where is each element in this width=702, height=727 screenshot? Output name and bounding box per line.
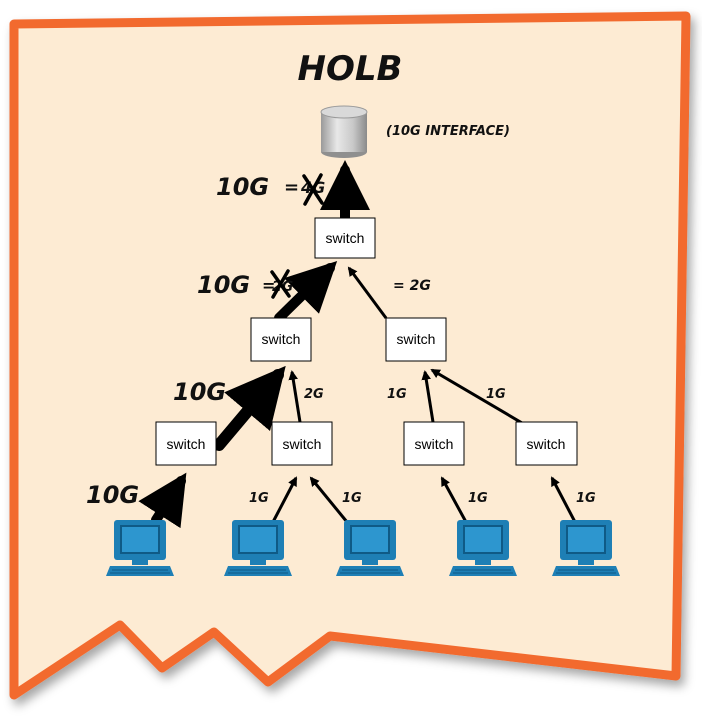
host5-arrow [550, 476, 577, 523]
switch-agg-right: switch [385, 317, 447, 362]
switch-edge-4: switch [515, 421, 578, 466]
switch-edge-3: switch [403, 421, 465, 466]
strike-x-icon [302, 173, 324, 206]
right-uplink-label: = 2G [393, 278, 431, 294]
storage-uplink-eq: = [284, 177, 299, 198]
storage-interface-label: (10G INTERFACE) [386, 124, 510, 139]
host1-link-label: 10G [86, 481, 139, 509]
switch-label: switch [415, 436, 454, 452]
right-uplink-arrow [347, 266, 388, 319]
mid-left-right-label: 2G [304, 387, 324, 402]
computer-icon [105, 519, 175, 577]
host3-link-label: 1G [342, 491, 362, 506]
mid-left-right-arrow [288, 370, 302, 423]
strike-x-icon [270, 269, 291, 299]
host4-arrow [440, 476, 468, 523]
host5-link-label: 1G [576, 491, 596, 506]
left-uplink-arrow [274, 260, 338, 323]
computer-icon [335, 519, 405, 577]
left-uplink-label: 10G [197, 271, 250, 299]
switch-label: switch [397, 331, 436, 347]
mid-right-right-arrow [430, 368, 535, 432]
mid-right-left-label: 1G [387, 387, 407, 402]
host4-link-label: 1G [468, 491, 488, 506]
left-uplink-eq: = [262, 276, 275, 295]
switch-core: switch [314, 217, 376, 259]
storage-icon [320, 105, 368, 158]
switch-label: switch [283, 436, 322, 452]
switch-edge-2: switch [271, 421, 333, 466]
switch-label: switch [527, 436, 566, 452]
switch-agg-left: switch [250, 317, 312, 362]
mid-left-left-arrow [213, 365, 286, 451]
host1-arrow [138, 472, 187, 529]
mid-left-left-label: 10G [173, 378, 226, 406]
diagram-title: HOLB [298, 49, 403, 89]
host3-arrow [309, 476, 349, 523]
switch-label: switch [167, 436, 206, 452]
computer-icon [223, 519, 293, 577]
storage-uplink-label: 10G [216, 173, 269, 201]
mid-right-right-label: 1G [486, 387, 506, 402]
switch-edge-1: switch [155, 421, 217, 466]
mid-right-left-arrow [421, 370, 435, 423]
switch-label: switch [326, 230, 365, 246]
host2-link-label: 1G [249, 491, 269, 506]
switch-label: switch [262, 331, 301, 347]
computer-icon [551, 519, 621, 577]
host2-arrow [271, 476, 298, 523]
computer-icon [448, 519, 518, 577]
